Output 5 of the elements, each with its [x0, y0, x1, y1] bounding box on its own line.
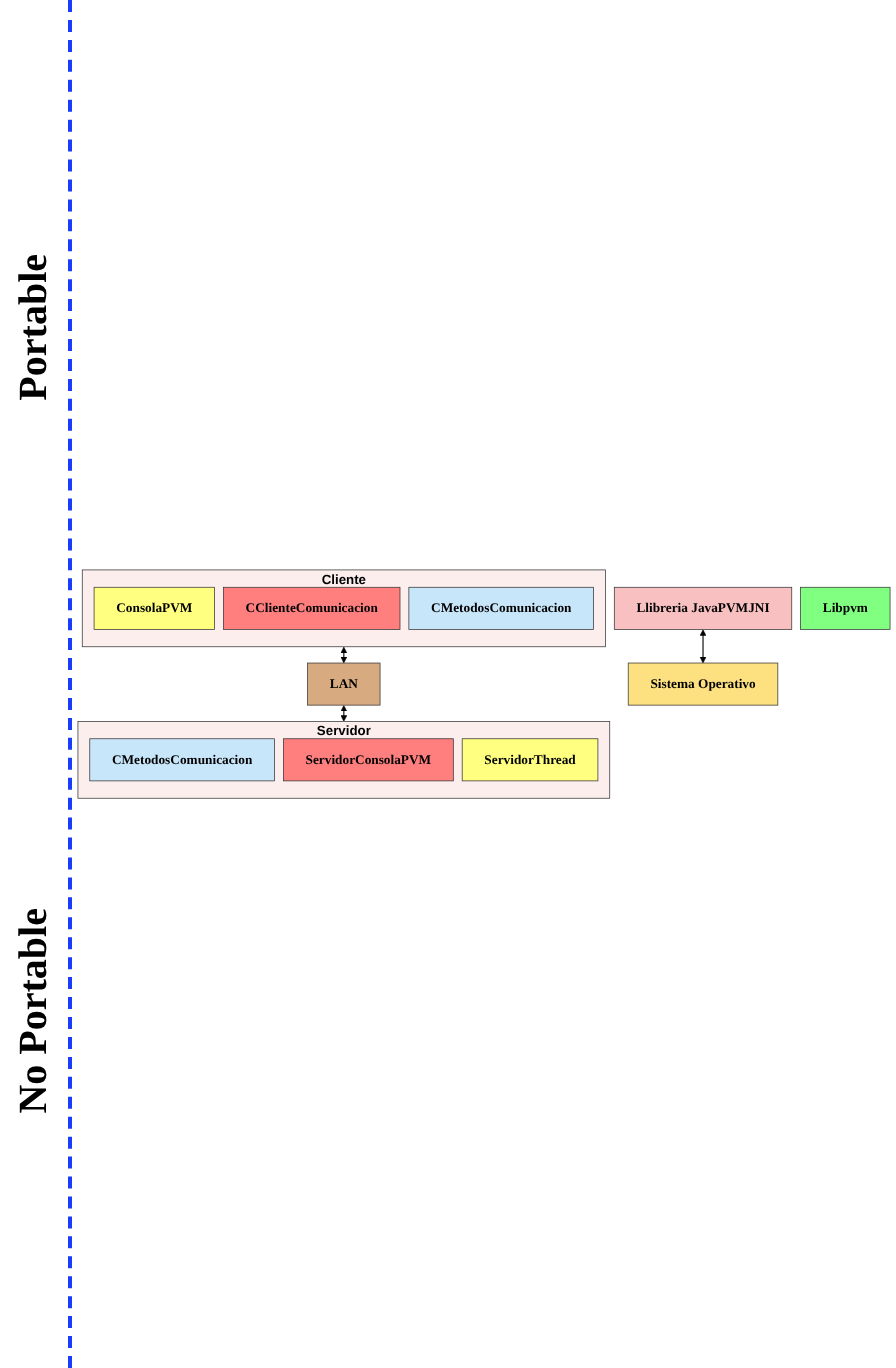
side-label: No Portable [11, 908, 57, 1114]
arrow [340, 646, 348, 664]
arrow [340, 705, 348, 722]
side-label: Portable [11, 253, 57, 401]
arrow [699, 629, 707, 664]
